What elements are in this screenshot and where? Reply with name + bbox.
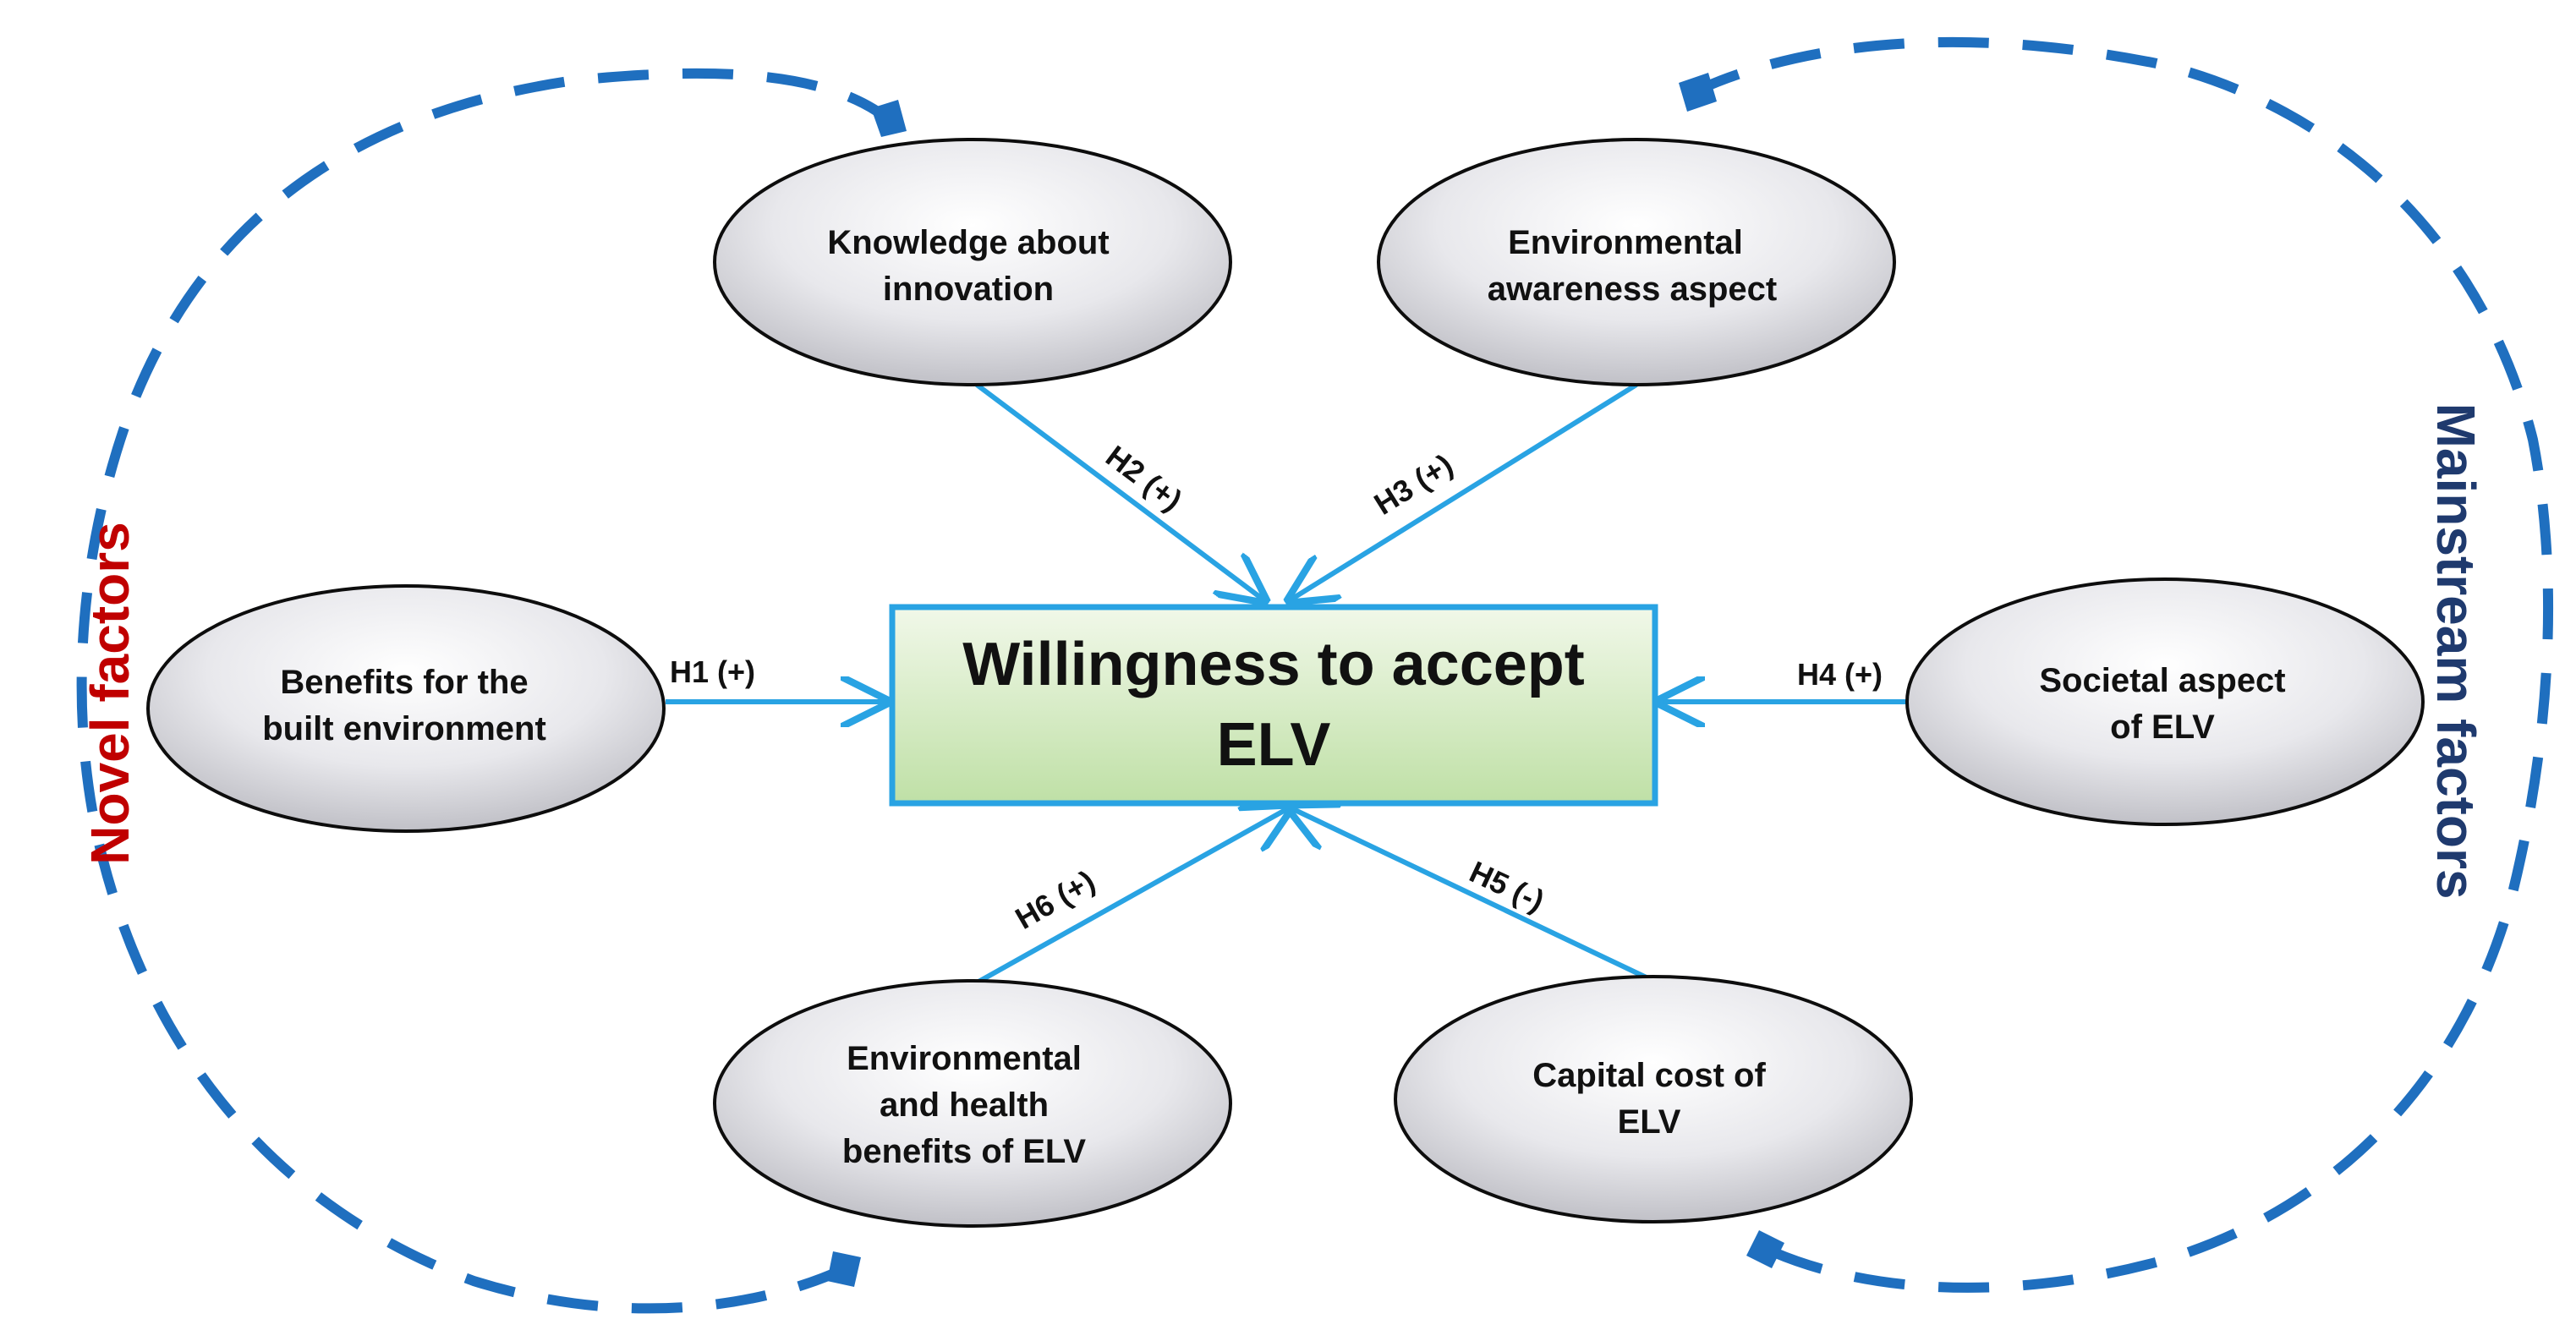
factor-capital-cost: Capital cost of ELV xyxy=(1394,975,1913,1223)
factor-label-line: built environment xyxy=(262,710,546,747)
factor-label-line: innovation xyxy=(883,271,1054,308)
factor-benefits-built-environment: Benefits for the built environment xyxy=(146,584,666,833)
mainstream-factors-loop xyxy=(1679,36,2554,1293)
center-label-line-2: ELV xyxy=(1217,711,1331,779)
mainstream-loop-arrowhead-bottom xyxy=(1746,1230,1784,1268)
factor-label-line: Knowledge about xyxy=(827,224,1109,261)
factor-label-line: awareness aspect xyxy=(1488,271,1777,308)
factor-knowledge-about-innovation: Knowledge about innovation xyxy=(713,138,1232,386)
arrow-h5 xyxy=(1290,807,1655,983)
factor-label-line: Societal aspect xyxy=(2039,662,2285,699)
factor-label-line: Environmental xyxy=(1508,224,1743,261)
center-concept-box: Willingness to accept ELV xyxy=(889,604,1658,807)
hypothesis-label-h4: H4 (+) xyxy=(1797,657,1883,692)
factor-label-line: Capital cost of xyxy=(1532,1057,1766,1094)
factor-label-line: ELV xyxy=(1618,1103,1681,1141)
novel-loop-arrowhead-top xyxy=(871,100,907,137)
factor-label-line: and health xyxy=(880,1086,1049,1124)
factor-label-line: Environmental xyxy=(847,1040,1082,1077)
novel-factors-loop xyxy=(76,68,907,1314)
novel-factors-label: Novel factors xyxy=(79,522,140,864)
factor-label-line: of ELV xyxy=(2110,709,2215,746)
factor-environmental-health-benefits: Environmental and health benefits of ELV xyxy=(713,979,1232,1228)
factor-label-line: Benefits for the xyxy=(280,664,528,701)
arrow-h3 xyxy=(1290,382,1638,600)
factor-environmental-awareness: Environmental awareness aspect xyxy=(1377,138,1896,386)
factor-label-line: benefits of ELV xyxy=(842,1133,1086,1170)
hypothesis-arrows xyxy=(666,382,1907,988)
novel-loop-arrowhead-bottom xyxy=(827,1251,861,1287)
center-label-line-1: Willingness to accept xyxy=(962,631,1585,698)
hypothesis-label-h1: H1 (+) xyxy=(670,654,755,689)
hypothesis-label-h6: H6 (+) xyxy=(1010,863,1101,936)
hypothesis-label-h3: H3 (+) xyxy=(1368,446,1459,521)
factor-societal-aspect: Societal aspect of ELV xyxy=(1905,577,2425,826)
arrow-h6 xyxy=(971,807,1290,988)
arrow-h2 xyxy=(975,382,1264,600)
hypothesis-label-h2: H2 (+) xyxy=(1099,439,1188,518)
mainstream-factors-label: Mainstream factors xyxy=(2425,403,2486,900)
mainstream-loop-arrowhead-top xyxy=(1679,73,1717,112)
